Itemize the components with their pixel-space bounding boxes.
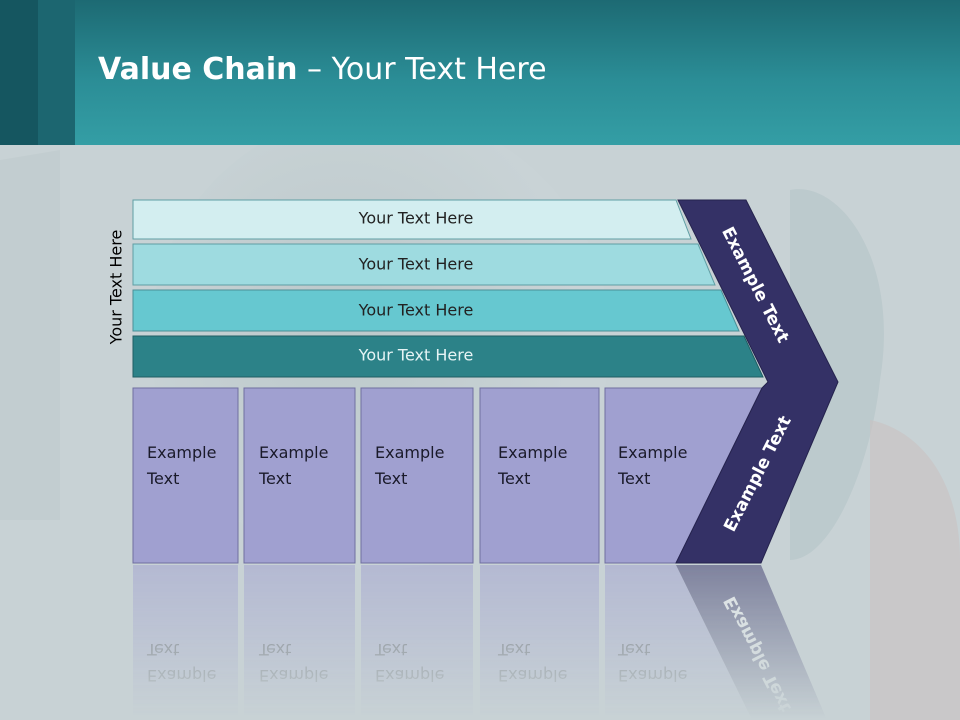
svg-text:Text: Text: [497, 640, 530, 659]
activity-cell-3: [360, 387, 474, 564]
svg-text:Text: Text: [617, 640, 650, 659]
diagram-reflection: Example Text Example Text Example Text E…: [133, 565, 827, 720]
bar-2: [132, 243, 716, 286]
activity-cell-4: [479, 387, 600, 564]
svg-text:Example: Example: [618, 666, 687, 685]
svg-text:Example: Example: [498, 666, 567, 685]
svg-text:Text: Text: [258, 640, 291, 659]
bar-1: [132, 199, 692, 240]
activity-cell-3-line2: Text: [374, 469, 407, 488]
header-accent-band-2: [38, 0, 75, 145]
activity-cell-2-line1: Example: [259, 443, 328, 462]
bar-3: [132, 289, 740, 332]
activity-cell-5-line1: Example: [618, 443, 687, 462]
bar-4: [132, 335, 764, 378]
slide-title-rest: – Your Text Here: [297, 52, 547, 87]
activity-cell-3-line1: Example: [375, 443, 444, 462]
activity-cell-5-line2: Text: [617, 469, 650, 488]
slide-title-bold: Value Chain: [98, 52, 298, 87]
svg-text:Text: Text: [146, 640, 179, 659]
activity-cell-4-line1: Example: [498, 443, 567, 462]
margin-chevron: [675, 199, 839, 564]
activity-cell-2: [243, 387, 356, 564]
header-accent-band: [0, 0, 38, 145]
svg-text:Example: Example: [375, 666, 444, 685]
bar-3-label: Your Text Here: [358, 301, 474, 320]
activity-cell-4-line2: Text: [497, 469, 530, 488]
bar-1-label: Your Text Here: [358, 209, 474, 228]
bar-2-label: Your Text Here: [358, 255, 474, 274]
header-bar: [0, 0, 960, 145]
activity-cell-1-line2: Text: [146, 469, 179, 488]
slide-title: Value Chain – Your Text Here: [98, 52, 547, 88]
activity-cell-1-line1: Example: [147, 443, 216, 462]
svg-text:Text: Text: [374, 640, 407, 659]
bar-4-label: Your Text Here: [358, 346, 474, 365]
svg-text:Example: Example: [259, 666, 328, 685]
activity-cell-1: [132, 387, 239, 564]
svg-text:Example: Example: [147, 666, 216, 685]
activity-cell-2-line2: Text: [258, 469, 291, 488]
